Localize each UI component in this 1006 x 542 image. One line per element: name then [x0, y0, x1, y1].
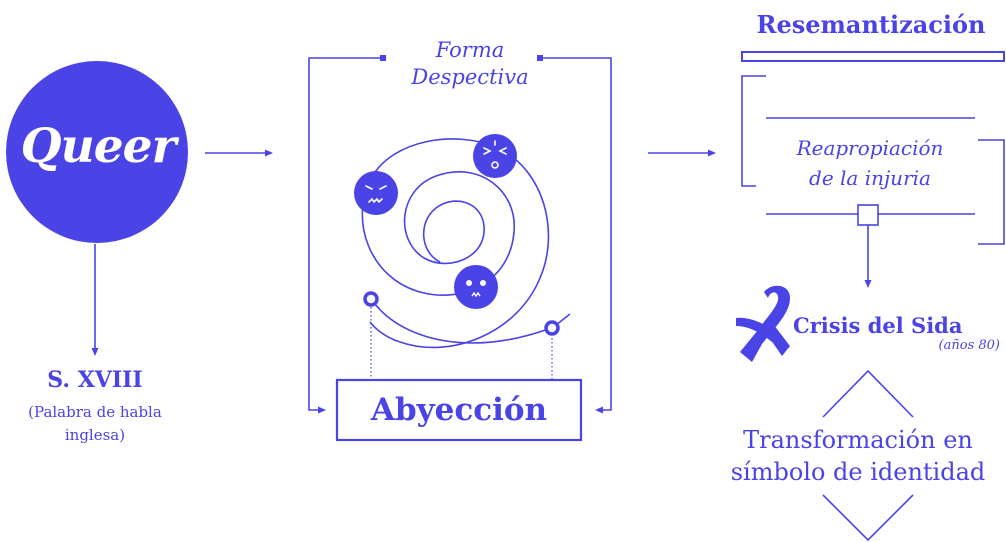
spiral-node-right [544, 320, 560, 336]
skull-face-icon [454, 265, 498, 309]
reapp-bracket [741, 75, 1005, 288]
angry-face-icon [354, 171, 398, 215]
reapp-line-1: Reapropiación [796, 136, 944, 160]
reappropriation-label: Reapropiación de la injuria [760, 133, 980, 193]
diamond-bottom [822, 494, 914, 542]
dizzy-face-icon [473, 134, 517, 178]
transform-line-2: símbolo de identidad [730, 458, 986, 486]
despective-line-2: Despectiva [411, 65, 529, 89]
queer-circle [6, 61, 188, 243]
arrow-queer-to-center [205, 149, 273, 157]
despective-line-1: Forma [435, 38, 505, 62]
arrow-center-to-right [648, 149, 716, 157]
century-note: (Palabra de habla inglesa) [28, 403, 162, 444]
spiral-lower-arc [371, 299, 552, 344]
aids-crisis-years: (años 80) [938, 338, 1000, 353]
reapp-line-2: de la injuria [809, 166, 931, 190]
center-bracket [308, 55, 612, 414]
resemantization-title: Resemantización [756, 10, 986, 39]
century-label: S. XVIII [47, 367, 143, 393]
awareness-ribbon-icon [736, 285, 790, 362]
abjection-label: Abyección [370, 392, 548, 428]
despective-label: Forma Despectiva [380, 37, 560, 91]
diamond-top [822, 369, 914, 418]
transformation-label: Transformación en símbolo de identidad [710, 424, 1006, 488]
aids-crisis-label: Crisis del Sida [793, 313, 963, 338]
resem-underline [741, 51, 1005, 62]
spiral-line [361, 138, 550, 349]
spiral-node-left [363, 291, 379, 307]
arrow-queer-to-century [91, 244, 99, 356]
abjection-box [335, 378, 583, 442]
queer-term: Queer [20, 119, 177, 174]
transform-line-1: Transformación en [743, 426, 973, 454]
